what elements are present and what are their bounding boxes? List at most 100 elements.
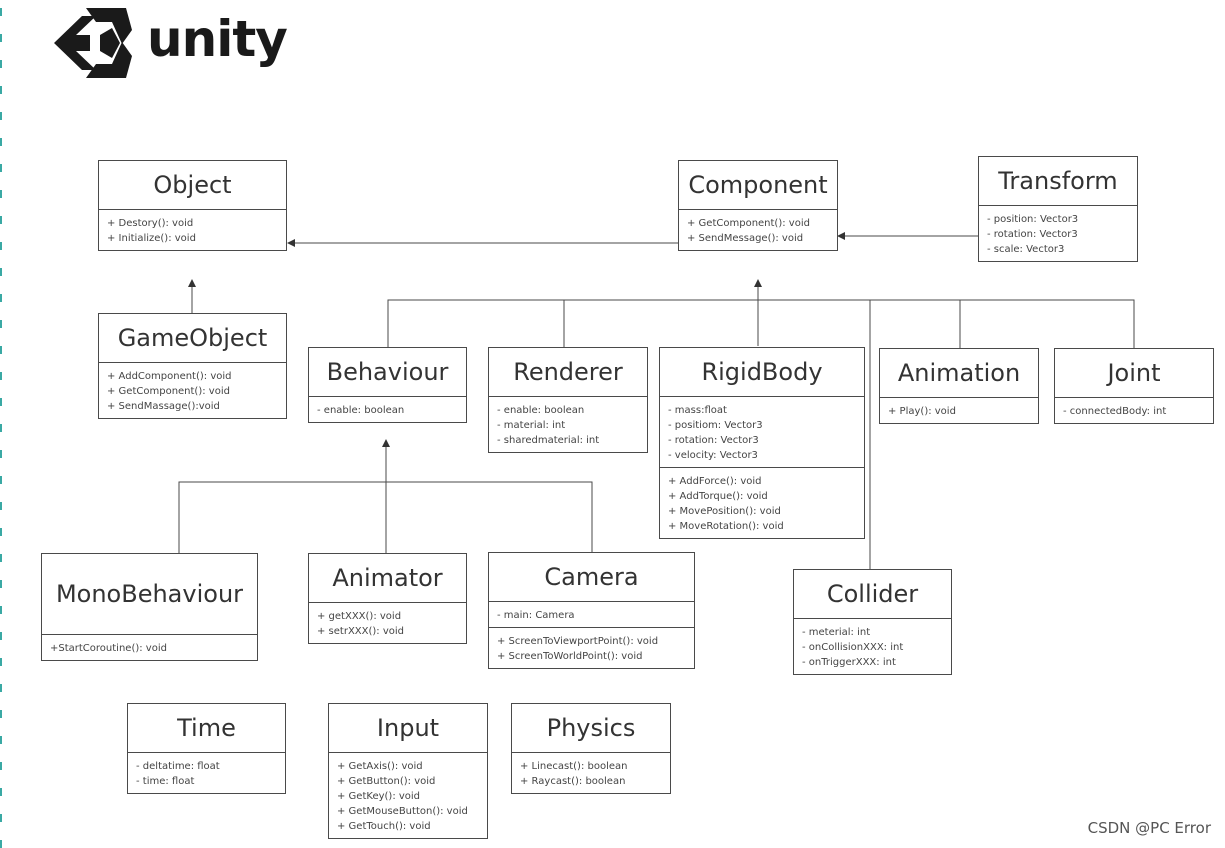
edge-dash — [0, 632, 2, 640]
member-line: + Destory(): void — [107, 218, 194, 229]
class-title: MonoBehaviour — [42, 554, 257, 635]
class-title: Animation — [880, 349, 1038, 398]
member-line: + GetComponent(): void — [687, 218, 810, 229]
member-line: +StartCoroutine(): void — [50, 643, 167, 654]
member-line: + GetTouch(): void — [337, 821, 431, 832]
member-line: + AddComponent(): void — [107, 371, 232, 382]
edge-dash — [0, 112, 2, 120]
class-camera: Camera - main: Camera + ScreenToViewportPo… — [488, 552, 695, 669]
member-line: - time: float — [136, 776, 195, 787]
member-line: - onCollisionXXX: int — [802, 642, 904, 653]
members-section: + Play(): void — [880, 398, 1038, 423]
unity-cube-icon — [54, 8, 132, 78]
member-line: + GetAxis(): void — [337, 761, 423, 772]
class-title: Animator — [309, 554, 466, 603]
member-line: - meterial: int — [802, 627, 871, 638]
class-collider: Collider - meterial: int - onCollisionXXX:… — [793, 569, 952, 675]
edge-dash — [0, 580, 2, 588]
member-line: - scale: Vector3 — [987, 244, 1065, 255]
class-transform: Transform- position: Vector3- rotation: … — [978, 156, 1138, 262]
edge-dash — [0, 736, 2, 744]
class-animator: Animator+ getXXX(): void+ setrXXX(): voi… — [308, 553, 467, 644]
member-line: + ScreenToViewportPoint(): void — [497, 636, 659, 647]
class-title: RigidBody — [660, 348, 864, 397]
member-line: - enable: boolean — [317, 405, 405, 416]
edge-dash — [0, 502, 2, 510]
class-behaviour: Behaviour- enable: boolean — [308, 347, 467, 423]
edge-dash — [0, 372, 2, 380]
member-line: - rotation: Vector3 — [987, 229, 1078, 240]
members-section: - position: Vector3 - rotation: Vector3 - … — [979, 206, 1137, 261]
member-line: - onTriggerXXX: int — [802, 657, 896, 668]
members-section: - connectedBody: int — [1055, 398, 1213, 423]
member-line: + ScreenToWorldPoint(): void — [497, 651, 643, 662]
methods-section: + ScreenToViewportPoint(): void + ScreenT… — [489, 627, 694, 668]
class-gameobject: GameObject+ AddComponent(): void+ GetCom… — [98, 313, 287, 419]
class-physics: Physics+ Linecast(): boolean+ Raycast():… — [511, 703, 671, 794]
member-line: - material: int — [497, 420, 566, 431]
members-section: - enable: boolean- material: int- shared… — [489, 397, 647, 452]
member-line: - mass:float — [668, 405, 727, 416]
class-title: Camera — [489, 553, 694, 602]
class-object: Object + Destory(): void + Initialize(): v… — [98, 160, 287, 251]
member-line: - velocity: Vector3 — [668, 450, 758, 461]
class-animation: Animation + Play(): void — [879, 348, 1039, 424]
unity-logo: unity — [52, 4, 288, 84]
edge-dash — [0, 190, 2, 198]
member-line: + GetMouseButton(): void — [337, 806, 468, 817]
member-line: - positiom: Vector3 — [668, 420, 763, 431]
member-line: + Play(): void — [888, 406, 956, 417]
class-title: Object — [99, 161, 286, 210]
member-line: - position: Vector3 — [987, 214, 1079, 225]
edge-dash — [0, 788, 2, 796]
methods-section: + AddForce(): void + AddTorque(): void + M… — [660, 467, 864, 538]
class-input: Input + GetAxis(): void + GetButton(): voi… — [328, 703, 488, 839]
members-section: + Linecast(): boolean+ Raycast(): boolea… — [512, 753, 670, 793]
brand-name: unity — [147, 10, 288, 68]
edge-dash — [0, 164, 2, 172]
edge-dash — [0, 684, 2, 692]
attributes-section: - main: Camera — [489, 602, 694, 627]
member-line: + MovePosition(): void — [668, 506, 781, 517]
member-line: + GetButton(): void — [337, 776, 436, 787]
edge-dash — [0, 268, 2, 276]
members-section: + GetComponent(): void+ SendMessage(): v… — [679, 210, 837, 250]
edge-dash — [0, 320, 2, 328]
edge-dash — [0, 528, 2, 536]
class-component: Component+ GetComponent(): void+ SendMes… — [678, 160, 838, 251]
edge-dash — [0, 294, 2, 302]
members-section: +StartCoroutine(): void — [42, 635, 257, 660]
member-line: - main: Camera — [497, 610, 575, 621]
members-section: - enable: boolean — [309, 397, 466, 422]
member-line: - rotation: Vector3 — [668, 435, 759, 446]
watermark: CSDN @PC Error — [1087, 819, 1211, 837]
member-line: + GetKey(): void — [337, 791, 421, 802]
class-title: Collider — [794, 570, 951, 619]
edge-dash — [0, 346, 2, 354]
edge-dash — [0, 86, 2, 94]
class-title: Renderer — [489, 348, 647, 397]
member-line: + SendMassage():void — [107, 401, 220, 412]
class-rigidbody: RigidBody - mass:float - positiom: Vector3… — [659, 347, 865, 539]
member-line: + GetComponent(): void — [107, 386, 230, 397]
member-line: + AddForce(): void — [668, 476, 762, 487]
edge-dash — [0, 60, 2, 68]
edge-dash — [0, 762, 2, 770]
member-line: - enable: boolean — [497, 405, 585, 416]
class-monobehaviour: MonoBehaviour +StartCoroutine(): void — [41, 553, 258, 661]
class-joint: Joint- connectedBody: int — [1054, 348, 1214, 424]
edge-dash — [0, 476, 2, 484]
members-section: + getXXX(): void+ setrXXX(): void — [309, 603, 466, 643]
edge-dash — [0, 658, 2, 666]
class-title: Input — [329, 704, 487, 753]
member-line: + Raycast(): boolean — [520, 776, 626, 787]
edge-dash — [0, 840, 2, 848]
member-line: + Initialize(): void — [107, 233, 196, 244]
member-line: + AddTorque(): void — [668, 491, 768, 502]
class-title: Physics — [512, 704, 670, 753]
edge-dash — [0, 554, 2, 562]
member-line: + getXXX(): void — [317, 611, 402, 622]
edge-dash — [0, 34, 2, 42]
